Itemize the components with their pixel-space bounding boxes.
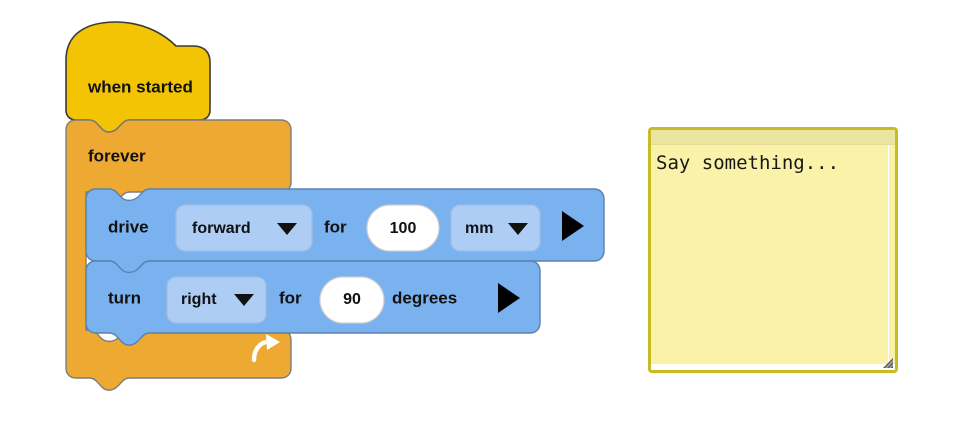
direction-dropdown-bg[interactable] xyxy=(175,204,313,252)
drive-for-label: for xyxy=(324,217,347,236)
angle-input-bg[interactable] xyxy=(319,276,385,324)
direction-dropdown-label: forward xyxy=(192,220,251,237)
textarea-text: Say something... xyxy=(656,152,840,174)
chevron-down-icon[interactable] xyxy=(234,294,254,306)
distance-input-bg[interactable] xyxy=(366,204,440,252)
degrees-label: degrees xyxy=(392,288,457,307)
turn-label: turn xyxy=(108,288,141,307)
when-started-block[interactable]: when started xyxy=(65,21,211,133)
play-triangle-icon[interactable] xyxy=(498,283,520,313)
forever-block[interactable]: forever xyxy=(65,119,292,391)
turn-block[interactable]: turn right for 90 degrees xyxy=(85,260,541,346)
direction-dropdown[interactable]: forward xyxy=(175,204,313,252)
rotation-dropdown[interactable]: right xyxy=(166,276,267,324)
angle-input[interactable]: 90 xyxy=(319,276,385,324)
textarea-bottom-gutter xyxy=(651,364,895,370)
resize-grip-icon[interactable] xyxy=(880,355,894,369)
when-started-label: when started xyxy=(87,77,193,96)
chevron-down-icon[interactable] xyxy=(508,223,528,235)
angle-input-value: 90 xyxy=(343,291,361,308)
forever-label: forever xyxy=(88,146,146,165)
rotation-dropdown-bg[interactable] xyxy=(166,276,267,324)
distance-input-value: 100 xyxy=(390,220,417,237)
say-comment-textarea[interactable]: Say something... xyxy=(648,127,898,373)
textarea-top-strip xyxy=(651,130,895,145)
unit-dropdown[interactable]: mm xyxy=(450,204,541,252)
forever-shape[interactable] xyxy=(65,119,292,391)
chevron-down-icon[interactable] xyxy=(277,223,297,235)
distance-input[interactable]: 100 xyxy=(366,204,440,252)
drive-label: drive xyxy=(108,217,149,236)
unit-dropdown-label: mm xyxy=(465,220,493,237)
drive-block[interactable]: drive forward for 100 mm xyxy=(85,188,605,274)
rotation-dropdown-label: right xyxy=(181,291,217,308)
play-triangle-icon[interactable] xyxy=(562,211,584,241)
turn-for-label: for xyxy=(279,288,302,307)
loop-arrow-icon xyxy=(251,334,280,363)
unit-dropdown-bg[interactable] xyxy=(450,204,541,252)
turn-block-shape[interactable] xyxy=(85,260,541,346)
textarea-body[interactable]: Say something... xyxy=(651,145,889,370)
